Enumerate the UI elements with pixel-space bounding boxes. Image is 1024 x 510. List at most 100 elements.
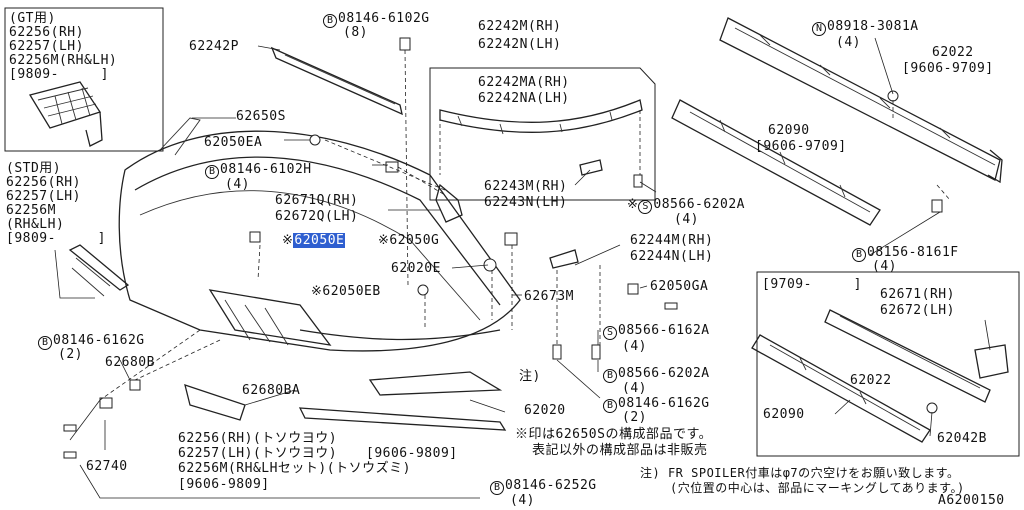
part-62244n: 62244N(LH) bbox=[630, 249, 714, 264]
gt-header: (GT用) bbox=[9, 11, 56, 26]
b-symbol-icon: B bbox=[38, 336, 52, 350]
part-62740: 62740 bbox=[86, 459, 128, 474]
qty-2b: (2) bbox=[622, 410, 647, 425]
part-62050e-label: ※62050E bbox=[282, 233, 346, 248]
b-symbol-icon: B bbox=[205, 165, 219, 179]
part-62242p: 62242P bbox=[189, 39, 239, 54]
qty-8: (8) bbox=[343, 25, 368, 40]
qty-4b: (4) bbox=[674, 212, 699, 227]
part-62050e-highlight[interactable]: 62050E bbox=[293, 233, 346, 248]
s-symbol-icon: S bbox=[603, 326, 617, 340]
std-part-62257: 62257(LH) bbox=[6, 189, 81, 204]
std-stay bbox=[54, 244, 130, 299]
part-62042b: 62042B bbox=[937, 431, 987, 446]
absorber-62090-top bbox=[671, 99, 881, 226]
part-62090-inset: 62090 bbox=[763, 407, 805, 422]
s-symbol-icon: S bbox=[638, 200, 653, 214]
note-mark: 注) bbox=[519, 369, 541, 384]
part-62020e: 62020E bbox=[391, 261, 441, 276]
inset-parts bbox=[751, 309, 1009, 443]
part-62672: 62672(LH) bbox=[880, 303, 955, 318]
range-9606-9709-a: [9606-9709] bbox=[902, 61, 994, 76]
std-header: (STD用) bbox=[6, 161, 62, 176]
bracket-62671q bbox=[435, 183, 463, 223]
reinforcement-62242p bbox=[270, 46, 403, 116]
qty-4d: (4) bbox=[872, 259, 897, 274]
qty-4c: (4) bbox=[836, 35, 861, 50]
part-62242na: 62242NA(LH) bbox=[478, 91, 570, 106]
range-9606-9809: [9606-9809] bbox=[366, 446, 458, 461]
part-62090-top: 62090 bbox=[768, 123, 810, 138]
qty-4a: (4) bbox=[225, 177, 250, 192]
part-62022-top: 62022 bbox=[932, 45, 974, 60]
gt-grille-net bbox=[28, 81, 103, 147]
gt-part-62257: 62257(LH) bbox=[9, 39, 84, 54]
bumper-cover bbox=[118, 117, 521, 396]
qty-4e: (4) bbox=[622, 339, 647, 354]
bracket-group-box bbox=[429, 67, 656, 201]
b-symbol-icon: B bbox=[603, 369, 617, 383]
bracket-62243 bbox=[579, 159, 603, 176]
n-symbol-icon: N bbox=[812, 22, 826, 36]
part-62242m: 62242M(RH) bbox=[478, 19, 562, 34]
part-62672q: 62672Q(LH) bbox=[275, 209, 359, 224]
qty-2a: (2) bbox=[58, 347, 83, 362]
b-symbol-icon: B bbox=[490, 481, 504, 495]
bracket-62242ma bbox=[439, 99, 643, 135]
reinforcement-62022-top bbox=[719, 17, 1003, 184]
b-symbol-icon: B bbox=[852, 248, 866, 262]
b-symbol-icon: B bbox=[603, 399, 617, 413]
part-62673m: 62673M bbox=[524, 289, 574, 304]
note-component: ※印は62650Sの構成部品です。 bbox=[515, 427, 713, 442]
fog-cover bbox=[184, 384, 246, 421]
note-marking: (穴位置の中心は、部品にマーキングしてあります。) bbox=[670, 481, 965, 495]
gt-part-62256: 62256(RH) bbox=[9, 25, 84, 40]
range-9606-9709-b: [9606-9709] bbox=[755, 139, 847, 154]
gt-range: [9809- ] bbox=[9, 67, 109, 82]
inset-9709-box bbox=[756, 271, 1020, 457]
part-62671: 62671(RH) bbox=[880, 287, 955, 302]
part-62671q: 62671Q(RH) bbox=[275, 193, 359, 208]
part-62022-inset: 62022 bbox=[850, 373, 892, 388]
part-62243n: 62243N(LH) bbox=[484, 195, 568, 210]
b-symbol-icon: B bbox=[323, 14, 337, 28]
qty-4g: (4) bbox=[510, 493, 535, 508]
range-9606-9809-b: [9606-9809] bbox=[178, 477, 270, 492]
leader-lines bbox=[69, 37, 991, 499]
note-spoiler: 注) FR SPOILER付車はφ7の穴空けをお願い致します。 bbox=[640, 466, 960, 480]
qty-4f: (4) bbox=[622, 381, 647, 396]
part-62050g-label: ※62050G bbox=[378, 233, 440, 248]
part-62050eb-label: ※62050EB bbox=[311, 284, 381, 299]
part-62242n: 62242N(LH) bbox=[478, 37, 562, 52]
part-62050ga: 62050GA bbox=[650, 279, 709, 294]
part-62680ba: 62680BA bbox=[242, 383, 301, 398]
part-62680b: 62680B bbox=[105, 355, 155, 370]
part-62243m: 62243M(RH) bbox=[484, 179, 568, 194]
part-62650s: 62650S bbox=[236, 109, 286, 124]
std-rhlh: (RH&LH) bbox=[6, 217, 65, 232]
lip-spoiler bbox=[298, 407, 507, 431]
gt-part-62256m: 62256M(RH&LH) bbox=[9, 53, 118, 68]
note-not-sold: 表記以外の構成部品は非販売 bbox=[532, 443, 708, 458]
gt-inset-box bbox=[4, 7, 164, 152]
figure-id: A6200150 bbox=[938, 493, 1005, 508]
part-62256m-set: 62256M(RH&LHセット)(トソウズミ) bbox=[178, 461, 411, 476]
inset-range: [9709- ] bbox=[762, 277, 862, 292]
part-62244m: 62244M(RH) bbox=[630, 233, 714, 248]
part-62256-paint: 62256(RH)(トソウヨウ) bbox=[178, 431, 338, 446]
std-part-62256m: 62256M bbox=[6, 203, 56, 218]
std-range: [9809- ] bbox=[6, 231, 106, 246]
bracket-62244 bbox=[549, 249, 579, 269]
part-62020: 62020 bbox=[524, 403, 566, 418]
